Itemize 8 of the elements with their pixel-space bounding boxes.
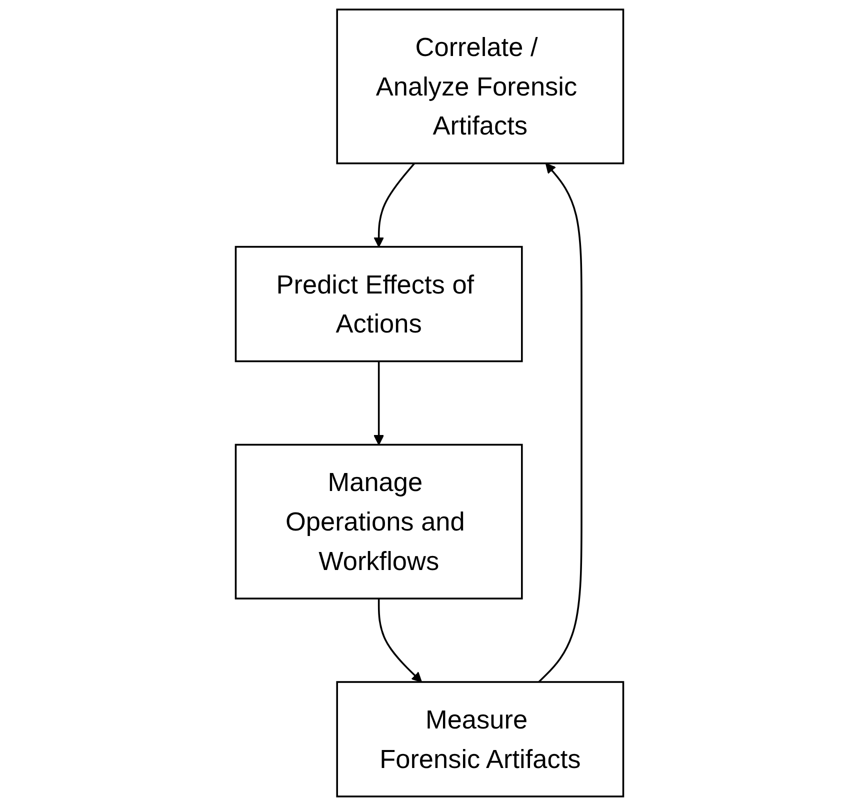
arrow [378, 598, 422, 682]
node-box: Measure Forensic Artifacts [336, 681, 624, 798]
arrow [374, 162, 416, 248]
arrow [538, 162, 582, 683]
arrow [374, 361, 384, 446]
node-box: Correlate / Analyze Forensic Artifacts [336, 8, 624, 164]
node-box: Manage Operations and Workflows [234, 444, 523, 600]
node-box: Predict Effects of Actions [234, 246, 523, 362]
